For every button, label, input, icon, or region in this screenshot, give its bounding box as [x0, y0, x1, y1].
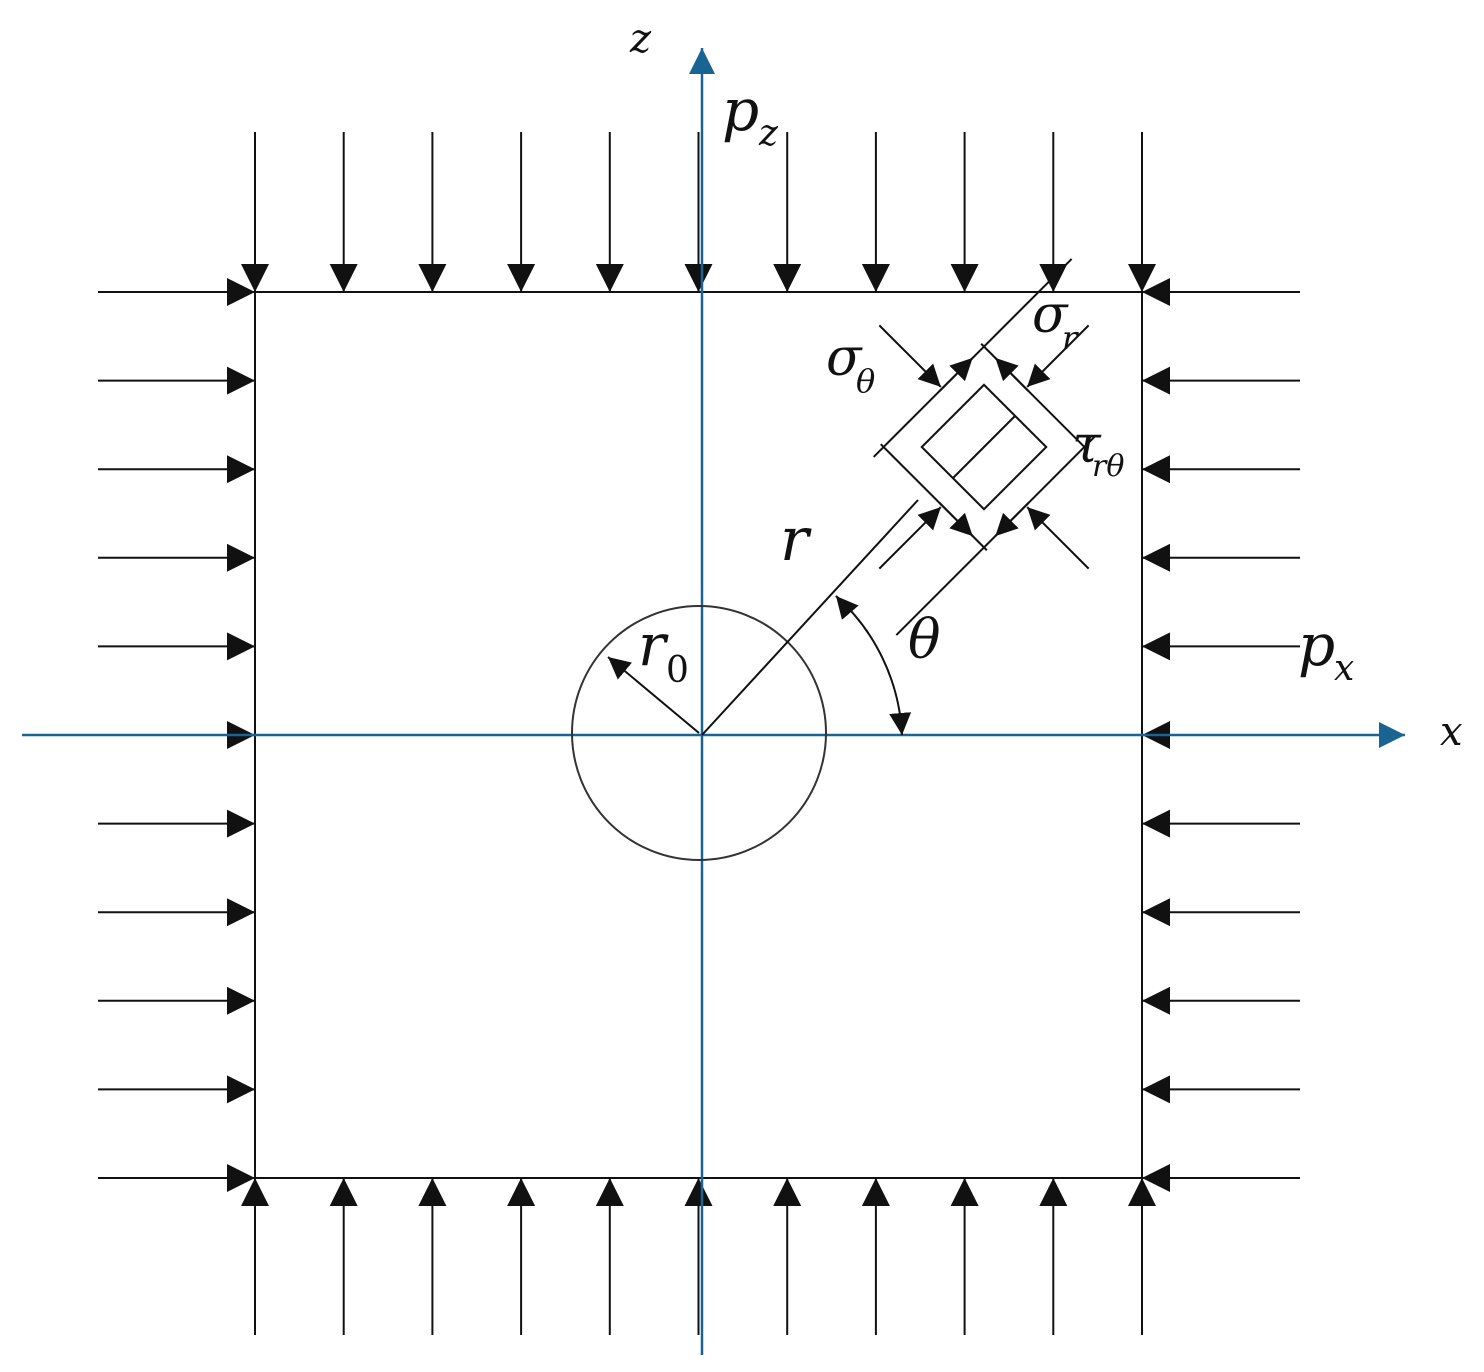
hole-circle — [571, 605, 827, 861]
sigma-r-arrow-right — [1026, 506, 1090, 570]
r0-label-sub: 0 — [666, 650, 689, 691]
tau-label: τ — [1072, 415, 1102, 475]
element-midline — [952, 415, 1016, 479]
theta-arrow-end — [889, 712, 912, 736]
pz-top-load-arrows — [241, 132, 1156, 292]
sigma-r-label-sub: r — [1062, 319, 1079, 357]
r-radius-line — [701, 499, 919, 736]
sigma-theta-arrow-bottom — [878, 506, 942, 570]
pz-bottom-load-arrows — [241, 1178, 1156, 1335]
sigma-theta-label-sub: θ — [856, 362, 875, 400]
pz-label: p — [722, 76, 759, 144]
px-label-sub: x — [1334, 648, 1354, 689]
pz-label-sub: z — [758, 113, 779, 154]
sigma-theta-arrow-top — [1026, 324, 1090, 388]
sigma-theta-label: σ — [826, 328, 863, 388]
px-label: p — [1298, 611, 1335, 679]
theta-label: θ — [908, 608, 941, 671]
px-left-load-arrows — [98, 278, 255, 1192]
tau-label-sub: rθ — [1092, 449, 1124, 484]
tau-arrow-1 — [938, 357, 974, 392]
px-right-load-arrows — [1142, 278, 1300, 1192]
tau-arrow-3 — [994, 357, 1030, 392]
r0-label: r — [638, 611, 669, 679]
x-axis-label: x — [1440, 709, 1463, 755]
z-axis-label: z — [629, 16, 652, 62]
theta-arrow-start — [835, 595, 859, 620]
stress-element — [872, 258, 1096, 636]
sigma-r-arrow-left — [878, 324, 942, 388]
tau-arrow-2 — [994, 502, 1030, 537]
r-label: r — [780, 505, 812, 575]
sigma-r-label: σ — [1032, 285, 1069, 345]
r0-radius-arrow — [607, 656, 700, 734]
theta-arc — [835, 595, 903, 736]
tau-arrow-4 — [938, 502, 974, 537]
